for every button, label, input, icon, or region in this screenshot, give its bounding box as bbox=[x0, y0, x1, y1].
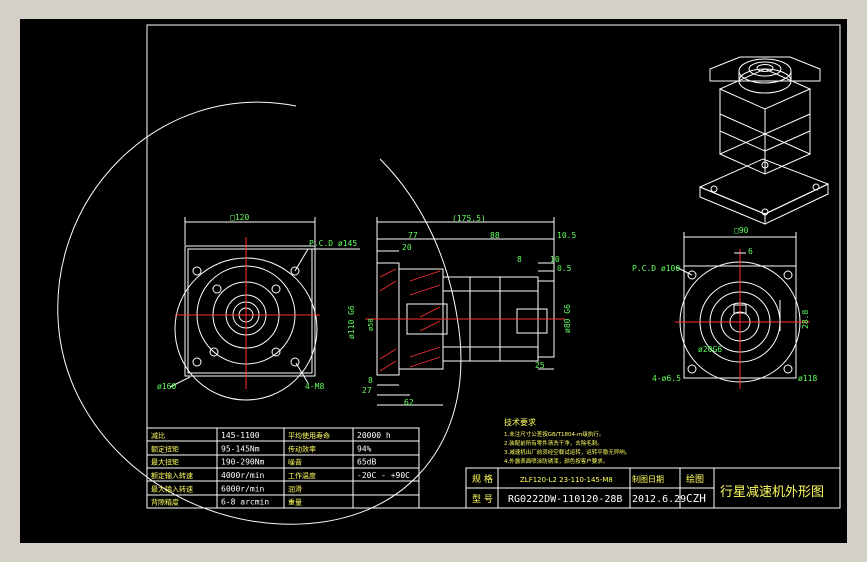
rear-right-dim: 28.8 bbox=[801, 310, 810, 329]
spec-cell: 额定扭矩 bbox=[151, 444, 179, 453]
side-dim-10: 10 bbox=[550, 255, 560, 264]
spec-cell: 190-290Nm bbox=[221, 458, 265, 467]
spec-cell: 6000r/min bbox=[221, 484, 265, 493]
spec-table-cells: 减比 145-1100 平均使用寿命 20000 h 额定扭矩 95-145Nm 传动效率 9… bbox=[151, 431, 410, 507]
rear-holes: 4-ø6.5 bbox=[652, 374, 681, 383]
side-dim-8b: 8 bbox=[368, 376, 373, 385]
front-width-dim: □120 bbox=[230, 213, 249, 222]
side-dia-80: ø80 G6 bbox=[563, 304, 572, 333]
spec-cell: 94% bbox=[357, 444, 372, 453]
spec-cell: 润滑 bbox=[288, 484, 302, 493]
title-date: 2012.6.29 bbox=[632, 494, 686, 505]
front-view bbox=[169, 217, 360, 401]
rear-outer-dia: ø118 bbox=[798, 374, 817, 383]
isometric-view bbox=[698, 56, 830, 225]
spec-cell: -20C - +90C bbox=[357, 471, 410, 480]
notes-line-1: 1.未注尺寸公差按GB/T1804-m级执行。 bbox=[504, 430, 604, 438]
side-dim-8: 8 bbox=[517, 255, 522, 264]
rear-pcd-dim: P.C.D ø100 bbox=[632, 264, 680, 273]
notes-line-3: 3.减速机出厂前须经空载试运转，运转平稳无异响。 bbox=[504, 448, 630, 456]
spec-cell: 65dB bbox=[357, 458, 376, 467]
spec-cell: 传动效率 bbox=[288, 444, 316, 453]
side-dim-27: 27 bbox=[362, 386, 372, 395]
cad-viewport[interactable]: □120 P.C.D ø145 ø160 4-M8 bbox=[20, 19, 847, 543]
spec-cell: 最大输入转速 bbox=[151, 484, 193, 493]
side-dim-20: 20 bbox=[402, 243, 412, 252]
side-dia-50: ø50 bbox=[367, 318, 375, 331]
spec-cell: 重量 bbox=[288, 499, 302, 507]
side-dim-77: 77 bbox=[408, 231, 418, 240]
title-drawer-label: 绘图 bbox=[686, 473, 704, 485]
side-view bbox=[365, 217, 565, 406]
spec-cell: 噪音 bbox=[288, 458, 302, 467]
side-total-length: (175.5) bbox=[452, 214, 486, 223]
title-date-label: 制图日期 bbox=[632, 474, 664, 484]
title-block bbox=[465, 467, 841, 509]
side-dia-110: ø110 G6 bbox=[347, 305, 356, 339]
notes-title: 技术要求 bbox=[504, 417, 536, 427]
spec-cell: 145-1100 bbox=[221, 431, 260, 440]
spec-cell: 工作温度 bbox=[288, 471, 316, 480]
spec-cell: 6-8 arcmin bbox=[221, 498, 269, 507]
spec-cell: 95-145Nm bbox=[221, 444, 260, 453]
title-spec: ZLF120-L2 23-110-145-M8 bbox=[520, 476, 613, 484]
spec-cell: 20000 h bbox=[357, 431, 391, 440]
rear-small-dim: 6 bbox=[748, 247, 753, 256]
title-code: RG0222DW-110120-28B bbox=[508, 494, 622, 505]
front-pcd-dim: P.C.D ø145 bbox=[309, 239, 357, 248]
spec-cell: 背隙精度 bbox=[151, 498, 179, 507]
notes-line-2: 2.装配前所有零件清洗干净，去除毛刺。 bbox=[504, 439, 603, 447]
rear-bore-dia: ø20G6 bbox=[698, 345, 722, 354]
rear-width-dim: □90 bbox=[734, 226, 749, 235]
spec-cell: 平均使用寿命 bbox=[288, 431, 330, 440]
side-dim-62: 62 bbox=[404, 398, 414, 407]
side-dim-88: 88 bbox=[490, 231, 500, 240]
spec-cell: 最大扭矩 bbox=[151, 458, 179, 467]
side-dim-10-5: 10.5 bbox=[557, 231, 576, 240]
spec-cell: 额定输入转速 bbox=[151, 471, 193, 480]
spec-cell: 减比 bbox=[151, 431, 165, 440]
front-holes: 4-M8 bbox=[305, 382, 324, 391]
spec-cell: 4000r/min bbox=[221, 471, 265, 480]
side-dim-25: 25 bbox=[535, 361, 545, 370]
construction-arc bbox=[57, 101, 462, 525]
side-dim-0-5: 0.5 bbox=[557, 264, 572, 273]
rear-view bbox=[675, 232, 810, 389]
drawing-title: 行星减速机外形图 bbox=[720, 485, 824, 500]
notes-line-4: 4.外露表面喷涂防锈漆，颜色按客户要求。 bbox=[504, 457, 608, 465]
title-label-model: 规 格 bbox=[472, 473, 493, 485]
title-drawer: CZH bbox=[686, 492, 706, 505]
title-label-code: 型 号 bbox=[472, 494, 493, 505]
drawing-canvas: □120 P.C.D ø145 ø160 4-M8 bbox=[57, 24, 841, 525]
spec-table bbox=[146, 427, 420, 509]
front-outer-dia: ø160 bbox=[157, 382, 176, 391]
